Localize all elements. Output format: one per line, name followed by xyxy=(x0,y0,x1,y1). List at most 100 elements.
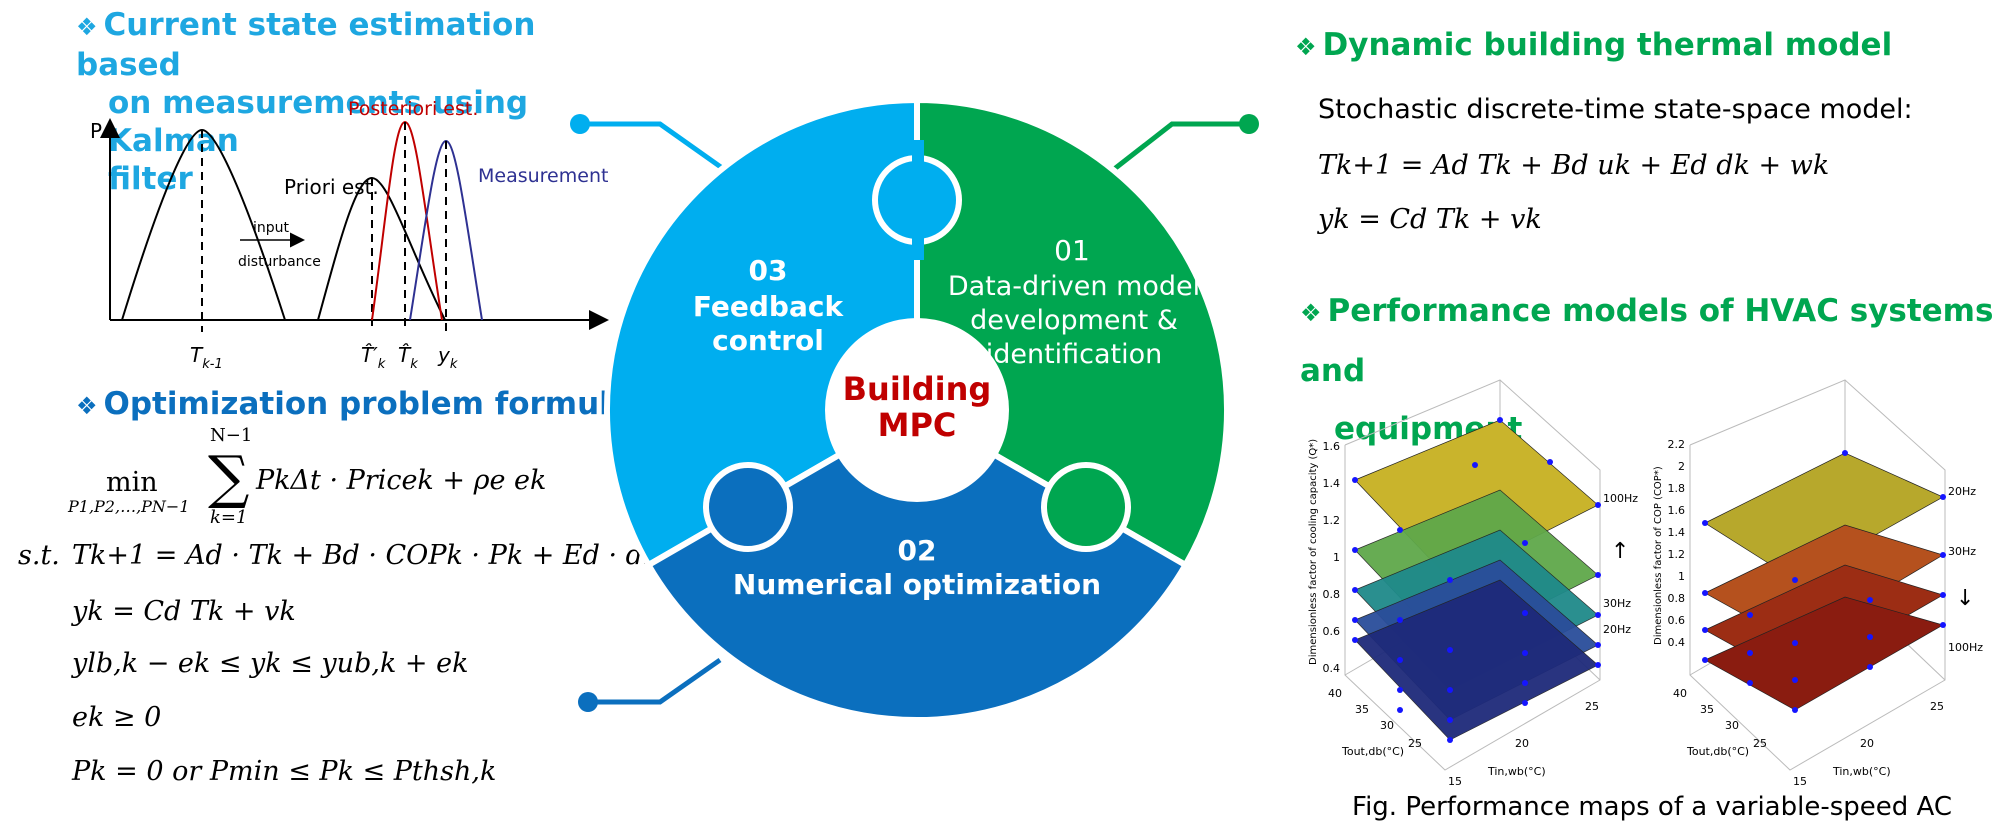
svg-text:1: 1 xyxy=(1678,570,1685,583)
min-operator: min xyxy=(106,467,158,498)
constraint-comfort: ylb,k − ek ≤ yk ≤ yub,k + ek xyxy=(72,648,469,679)
plot1-x-label: Tout,db(°C) xyxy=(1341,745,1404,758)
seg01-number: 01 xyxy=(1054,234,1090,267)
connector-line-02 xyxy=(588,657,722,705)
kalman-heading-line-2: on measurements using Kalman xyxy=(108,85,529,159)
diamond-bullet-icon: ❖ xyxy=(76,13,98,41)
svg-text:15: 15 xyxy=(1448,775,1462,788)
diamond-bullet-icon: ❖ xyxy=(1300,299,1322,327)
svg-text:1.2: 1.2 xyxy=(1668,548,1686,561)
center-hub xyxy=(825,318,1009,502)
output-equation: yk = Cd Tk + vk xyxy=(1318,204,1542,235)
performance-map-cooling-capacity: 1.6 1.4 1.2 1 0.8 0.6 0.4 40 35 30 25 15… xyxy=(1308,379,1638,788)
svg-text:0.4: 0.4 xyxy=(1668,636,1686,649)
svg-text:0.8: 0.8 xyxy=(1323,588,1341,601)
kalman-heading: ❖Current state estimation based on measu… xyxy=(76,6,596,198)
center-title-line2: MPC xyxy=(878,406,957,444)
svg-text:30Hz: 30Hz xyxy=(1603,597,1631,610)
st-label: s.t. xyxy=(18,540,60,571)
puzzle-tab-01 xyxy=(1041,462,1131,552)
svg-text:1.6: 1.6 xyxy=(1668,504,1686,517)
svg-text:0.8: 0.8 xyxy=(1668,592,1686,605)
puzzle-tab-03-fill xyxy=(912,140,924,260)
seg03-label-line1: Feedback xyxy=(693,290,845,323)
svg-text:30: 30 xyxy=(1725,719,1739,732)
plot2-down-arrow-icon: ↓ xyxy=(1956,586,1974,611)
seg03-label-line2: control xyxy=(712,324,824,357)
plot2-x-ticks: 40 35 30 25 xyxy=(1673,687,1767,750)
kalman-heading-line-3: filter xyxy=(108,161,193,197)
kalman-filter-plot: P input disturbance Posteriori est. Prio… xyxy=(90,100,609,372)
svg-text:1.2: 1.2 xyxy=(1323,514,1341,527)
plot1-y-label: Tin,wb(°C) xyxy=(1487,765,1546,778)
kalman-heading-line-1: ❖Current state estimation based xyxy=(76,7,536,83)
svg-text:30Hz: 30Hz xyxy=(1948,545,1976,558)
svg-text:35: 35 xyxy=(1700,703,1714,716)
plot1-up-arrow-icon: ↑ xyxy=(1611,539,1629,564)
svg-text:0.6: 0.6 xyxy=(1323,625,1341,638)
svg-text:1: 1 xyxy=(1333,551,1340,564)
svg-text:20: 20 xyxy=(1515,737,1529,750)
tick-yk: yk xyxy=(437,343,458,372)
svg-text:40: 40 xyxy=(1328,687,1342,700)
seg01-label-line3: identification xyxy=(986,339,1163,370)
thermal-model-heading: ❖Dynamic building thermal model xyxy=(1295,27,1893,63)
plot2-z-label: Dimensionless factor of COP (COP*) xyxy=(1653,466,1664,645)
connector-line-03 xyxy=(580,121,727,173)
seg02-number: 02 xyxy=(898,534,937,567)
plot1-hz-labels: 100Hz 30Hz 20Hz xyxy=(1603,492,1638,636)
svg-text:1.8: 1.8 xyxy=(1668,482,1686,495)
plot2-hz-labels: 20Hz 30Hz 100Hz xyxy=(1948,485,1983,654)
svg-text:0.6: 0.6 xyxy=(1668,614,1686,627)
segment-02-numerical-optimization xyxy=(644,406,1190,723)
svg-text:25: 25 xyxy=(1585,700,1599,713)
puzzle-tab-02 xyxy=(703,462,793,552)
plot1-z-label: Dimensionless factor of cooling capacity… xyxy=(1308,439,1319,665)
state-space-label: Stochastic discrete-time state-space mod… xyxy=(1318,94,1913,125)
figure-caption: Fig. Performance maps of a variable-spee… xyxy=(1352,792,1953,822)
svg-text:25: 25 xyxy=(1408,737,1422,750)
plot2-y-label: Tin,wb(°C) xyxy=(1832,765,1891,778)
svg-text:1.6: 1.6 xyxy=(1323,440,1341,453)
input-label: input xyxy=(253,220,290,236)
plot2-points xyxy=(1702,450,1946,713)
sum-upper: N−1 xyxy=(210,425,253,446)
sum-sign-icon: ∑ xyxy=(208,443,250,511)
min-subscript: P1,P2,…,PN−1 xyxy=(68,497,190,516)
svg-text:25: 25 xyxy=(1930,700,1944,713)
svg-text:20: 20 xyxy=(1860,737,1874,750)
constraint-dynamics: Tk+1 = Ad · Tk + Bd · COPk · Pk + Ed · d… xyxy=(72,540,739,571)
hvac-heading-line1: ❖Performance models of HVAC systems and xyxy=(1300,293,1994,389)
plot2-x-label: Tout,db(°C) xyxy=(1686,745,1749,758)
plot2-z-ticks: 2.2 2 1.8 1.6 1.4 1.2 1 0.8 0.6 0.4 xyxy=(1668,438,1686,649)
svg-text:1.4: 1.4 xyxy=(1323,477,1341,490)
svg-text:35: 35 xyxy=(1355,703,1369,716)
svg-text:15: 15 xyxy=(1793,775,1807,788)
hvac-heading: ❖Performance models of HVAC systems and … xyxy=(1300,282,2000,458)
diamond-bullet-icon: ❖ xyxy=(1295,33,1317,61)
svg-text:0.4: 0.4 xyxy=(1323,662,1341,675)
svg-text:20Hz: 20Hz xyxy=(1948,485,1976,498)
tick-tk-1: Tk-1 xyxy=(190,343,223,372)
sum-lower: k=1 xyxy=(210,507,248,528)
svg-text:2: 2 xyxy=(1678,460,1685,473)
center-title-line1: Building xyxy=(843,370,992,408)
measurement-label: Measurement xyxy=(478,165,608,187)
seg01-label-line1: Data-driven model xyxy=(948,271,1200,302)
constraint-output: yk = Cd Tk + vk xyxy=(72,596,296,627)
svg-text:1.4: 1.4 xyxy=(1668,526,1686,539)
constraint-slack: ek ≥ 0 xyxy=(72,702,162,733)
svg-text:30: 30 xyxy=(1380,719,1394,732)
plot-y-label: P xyxy=(90,119,102,143)
plot1-x-ticks: 40 35 30 25 xyxy=(1328,687,1422,750)
posteriori-label: Posteriori est. xyxy=(348,100,478,120)
svg-text:2.2: 2.2 xyxy=(1668,438,1686,451)
seg02-label: Numerical optimization xyxy=(733,568,1101,601)
plot1-z-ticks: 1.6 1.4 1.2 1 0.8 0.6 0.4 xyxy=(1323,440,1341,675)
diamond-bullet-icon: ❖ xyxy=(76,392,98,420)
optimization-heading: ❖Optimization problem formulation xyxy=(76,386,700,422)
svg-text:25: 25 xyxy=(1753,737,1767,750)
svg-text:100Hz: 100Hz xyxy=(1948,641,1983,654)
tick-that-prime: T̂′k xyxy=(361,343,386,372)
objective-function: min P1,P2,…,PN−1 N−1 ∑ k=1 PkΔt · Pricek… xyxy=(68,425,588,528)
